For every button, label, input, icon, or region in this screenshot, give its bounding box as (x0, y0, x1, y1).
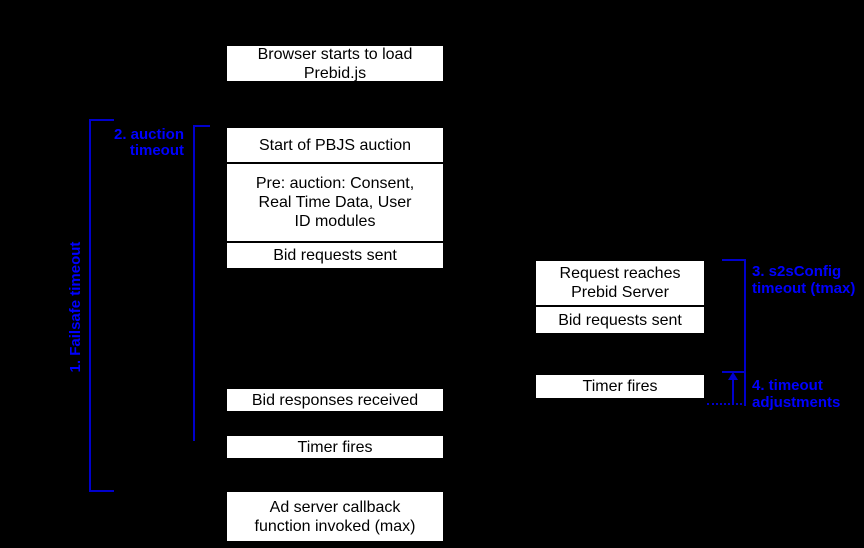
failsafe-bracket-tick-top (89, 119, 114, 121)
label-failsafe-timeout: 1. Failsafe timeout (67, 241, 84, 373)
label-s2s-timeout: 3. s2sConfig timeout (tmax) (752, 263, 856, 297)
box-timer-fires-client: Timer fires (225, 434, 445, 460)
label-timeout-adjustments: 4. timeout adjustments (752, 377, 841, 411)
box-pre-auction-modules: Pre: auction: Consent, Real Time Data, U… (225, 164, 445, 243)
box-start-pbjs-auction: Start of PBJS auction (225, 126, 445, 164)
label-auction-timeout: 2. auction timeout (113, 126, 184, 159)
timeout-adjustments-dotted-line (707, 403, 746, 405)
box-browser-starts-load: Browser starts to load Prebid.js (225, 44, 445, 83)
box-bid-responses-received: Bid responses received (225, 387, 445, 413)
failsafe-bracket-tick-bottom (89, 490, 114, 492)
up-arrow-icon (728, 372, 738, 380)
box-bid-requests-sent: Bid requests sent (225, 243, 445, 270)
box-server-bid-requests-sent: Bid requests sent (534, 307, 706, 335)
s2s-bracket-tick-top (722, 259, 746, 261)
up-arrow-shaft (732, 379, 734, 404)
auction-bracket-line (193, 125, 195, 441)
auction-bracket-tick-top (193, 125, 210, 127)
box-timer-fires-server: Timer fires (534, 373, 706, 400)
failsafe-bracket-line (89, 119, 91, 492)
box-request-reaches-prebid-server: Request reaches Prebid Server (534, 259, 706, 307)
box-ad-server-callback: Ad server callback function invoked (max… (225, 490, 445, 543)
s2s-bracket-line (744, 259, 746, 406)
